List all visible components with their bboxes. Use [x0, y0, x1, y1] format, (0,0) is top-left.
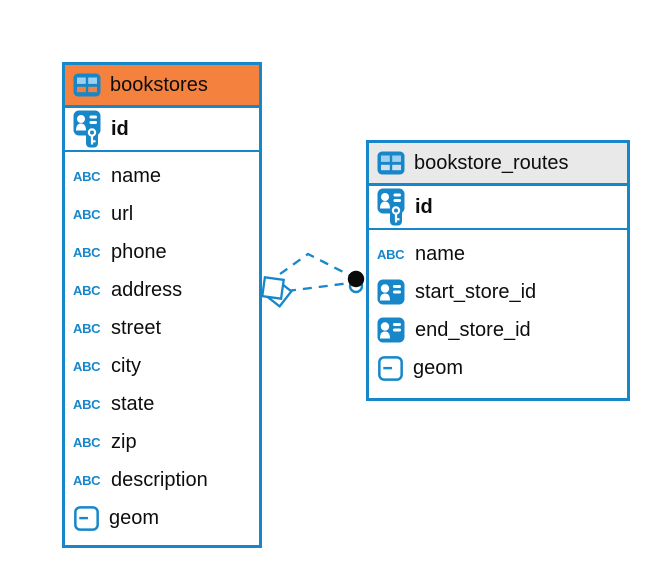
- table-bookstore-routes-header[interactable]: bookstore_routes: [369, 143, 627, 186]
- field-label: geom: [413, 356, 464, 379]
- field-row-state[interactable]: ABC state: [65, 385, 259, 423]
- foreign-key-icon: [377, 279, 405, 305]
- text-type-icon: ABC: [73, 320, 101, 336]
- table-icon: [73, 73, 101, 97]
- field-row-phone[interactable]: ABC phone: [65, 233, 259, 271]
- field-label: id: [415, 195, 433, 218]
- field-list: ABC name start_store_id end_store_id geo…: [369, 230, 627, 390]
- field-row-geom[interactable]: geom: [369, 349, 627, 387]
- text-type-icon: ABC: [73, 244, 101, 260]
- field-row-geom[interactable]: geom: [65, 499, 259, 537]
- relationship-endpoint-dot[interactable]: [347, 270, 365, 288]
- field-label: start_store_id: [415, 280, 537, 303]
- field-row-url[interactable]: ABC url: [65, 195, 259, 233]
- text-type-icon: ABC: [73, 472, 101, 488]
- table-bookstores-header[interactable]: bookstores: [65, 65, 259, 108]
- text-type-icon: ABC: [73, 434, 101, 450]
- field-row-id[interactable]: id: [369, 186, 627, 230]
- field-label: city: [111, 354, 141, 377]
- field-row-start-store-id[interactable]: start_store_id: [369, 273, 627, 311]
- primary-key-icon: [377, 188, 405, 226]
- diamond-front-icon: [260, 275, 286, 301]
- field-label: address: [111, 278, 183, 301]
- field-label: id: [111, 117, 129, 140]
- field-label: name: [415, 242, 466, 265]
- text-type-icon: ABC: [73, 282, 101, 298]
- field-label: phone: [111, 240, 167, 263]
- field-label: state: [111, 392, 155, 415]
- relationship-line-lower[interactable]: [286, 281, 351, 293]
- text-type-icon: ABC: [73, 168, 101, 184]
- field-row-description[interactable]: ABC description: [65, 461, 259, 499]
- field-label: url: [111, 202, 134, 225]
- field-label: street: [111, 316, 162, 339]
- field-row-address[interactable]: ABC address: [65, 271, 259, 309]
- text-type-icon: ABC: [73, 358, 101, 374]
- text-type-icon: ABC: [377, 246, 405, 262]
- primary-key-icon: [73, 110, 101, 148]
- text-type-icon: ABC: [73, 206, 101, 222]
- field-label: end_store_id: [415, 318, 531, 341]
- foreign-key-icon: [377, 317, 405, 343]
- field-row-street[interactable]: ABC street: [65, 309, 259, 347]
- text-type-icon: ABC: [73, 396, 101, 412]
- field-label: name: [111, 164, 162, 187]
- relationship-endpoint-ring-icon: [348, 278, 364, 294]
- field-label: zip: [111, 430, 137, 453]
- table-bookstores[interactable]: bookstores id ABC name ABC url ABC phone…: [62, 62, 262, 548]
- field-row-zip[interactable]: ABC zip: [65, 423, 259, 461]
- table-icon: [377, 151, 405, 175]
- diamond-back-icon: [263, 278, 293, 308]
- field-row-end-store-id[interactable]: end_store_id: [369, 311, 627, 349]
- field-list: ABC name ABC url ABC phone ABC address A…: [65, 152, 259, 540]
- relationship-diamond-handle[interactable]: [260, 275, 293, 308]
- relationship-line-upper[interactable]: [279, 252, 352, 278]
- geometry-type-icon: [74, 506, 99, 531]
- table-name: bookstore_routes: [414, 151, 569, 174]
- field-row-name[interactable]: ABC name: [369, 235, 627, 273]
- field-row-name[interactable]: ABC name: [65, 157, 259, 195]
- geometry-type-icon: [378, 356, 403, 381]
- table-bookstore-routes[interactable]: bookstore_routes id ABC name start_store…: [366, 140, 630, 401]
- table-name: bookstores: [110, 73, 208, 96]
- field-row-city[interactable]: ABC city: [65, 347, 259, 385]
- field-row-id[interactable]: id: [65, 108, 259, 152]
- field-label: description: [111, 468, 208, 491]
- field-label: geom: [109, 506, 160, 529]
